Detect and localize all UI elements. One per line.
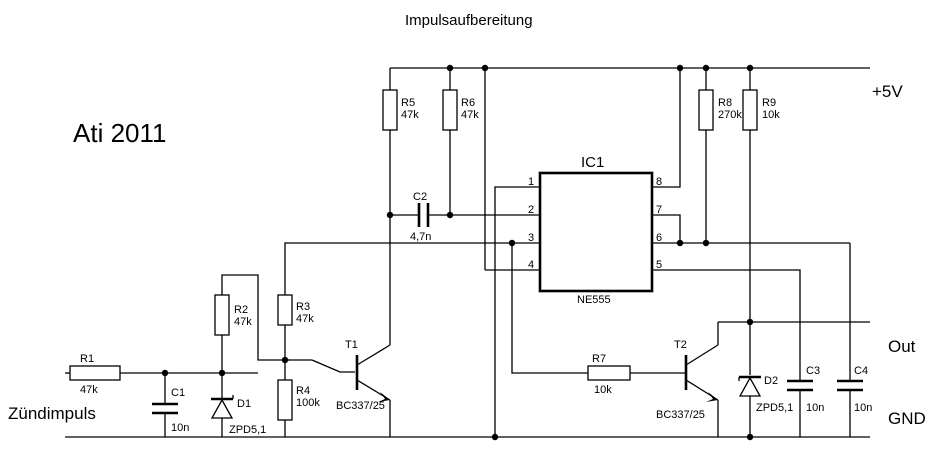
zener-diode-d2: D2 ZPD5,1	[738, 375, 793, 437]
resistor-r6: R6 47k	[442, 68, 479, 215]
r4-ref: R4	[296, 385, 310, 397]
d2-ref: D2	[764, 375, 778, 387]
r6-ref: R6	[461, 97, 475, 109]
t2-ref: T2	[674, 339, 687, 351]
r3-value: 47k	[296, 313, 314, 325]
t2-value: BC337/25	[656, 409, 705, 421]
capacitor-c3: C3 10n	[787, 365, 824, 437]
r3-ref: R3	[296, 301, 310, 313]
resistor-r7: R7 10k	[587, 353, 685, 396]
junction-dots	[161, 64, 754, 441]
wire-r3-top	[284, 242, 540, 437]
r1-ref: R1	[80, 353, 94, 365]
t1-ref: T1	[345, 339, 358, 351]
resistor-r2: R2 47k	[214, 294, 252, 398]
d1-ref: D1	[237, 398, 251, 410]
out-net-label: Out	[888, 337, 916, 356]
r9-value: 10k	[762, 109, 780, 121]
d2-value: ZPD5,1	[756, 402, 793, 414]
c1-ref: C1	[171, 387, 185, 399]
author-label: Ati 2011	[73, 118, 166, 148]
pin-1-label: 1	[528, 176, 534, 188]
capacitor-c2: C2 4,7n	[390, 191, 540, 243]
r9-ref: R9	[762, 97, 776, 109]
r2-value: 47k	[234, 316, 252, 328]
ic-type: NE555	[577, 294, 611, 306]
r1-value: 47k	[80, 384, 98, 396]
wire-r2-top	[221, 274, 290, 361]
pin-3-label: 3	[528, 232, 534, 244]
r6-value: 47k	[461, 109, 479, 121]
wire-ic-supply	[484, 68, 588, 437]
pin-8-label: 8	[656, 176, 662, 188]
r8-value: 270k	[718, 109, 742, 121]
resistor-r8: R8 270k	[698, 68, 742, 243]
resistor-r5: R5 47k	[382, 68, 419, 131]
ic-ref: IC1	[581, 154, 604, 171]
resistor-r3: R3 47k	[277, 294, 314, 326]
resistor-r4: R4 100k	[277, 379, 320, 421]
transistor-t1: T1 BC337/25	[336, 130, 391, 437]
wire-ic-right	[652, 68, 851, 380]
r2-ref: R2	[234, 304, 248, 316]
r5-ref: R5	[401, 97, 415, 109]
c3-value: 10n	[806, 402, 824, 414]
pin-2-label: 2	[528, 204, 534, 216]
transistor-t2: T2 BC337/25	[656, 322, 719, 437]
capacitor-c4: C4 10n	[837, 365, 872, 437]
c2-ref: C2	[413, 191, 427, 203]
c4-value: 10n	[854, 402, 872, 414]
pin-6-label: 6	[656, 232, 662, 244]
r4-value: 100k	[296, 397, 320, 409]
r7-ref: R7	[592, 353, 606, 365]
r8-ref: R8	[718, 97, 732, 109]
pin-5-label: 5	[656, 259, 662, 271]
capacitor-c1: C1 10n	[152, 373, 189, 437]
resistor-r1: R1 47k	[69, 353, 121, 396]
schematic-title: Impulsaufbereitung	[405, 12, 533, 29]
d1-value: ZPD5,1	[229, 424, 266, 436]
ic-ne555: IC1 NE555 1 2 3 4 5 6 7 8	[528, 154, 662, 306]
input-net-label: Zündimpuls	[8, 404, 96, 423]
c1-value: 10n	[171, 422, 189, 434]
t1-value: BC337/25	[336, 400, 385, 412]
gnd-net-label: GND	[888, 409, 926, 428]
r7-value: 10k	[594, 384, 612, 396]
zener-diode-d1: D1 ZPD5,1	[210, 395, 266, 437]
c3-ref: C3	[806, 365, 820, 377]
resistor-r9: R9 10k	[742, 68, 780, 375]
c2-value: 4,7n	[410, 231, 431, 243]
pin-7-label: 7	[656, 204, 662, 216]
vcc-net-label: +5V	[872, 82, 903, 101]
c4-ref: C4	[854, 365, 868, 377]
pin-4-label: 4	[528, 259, 534, 271]
r5-value: 47k	[401, 109, 419, 121]
